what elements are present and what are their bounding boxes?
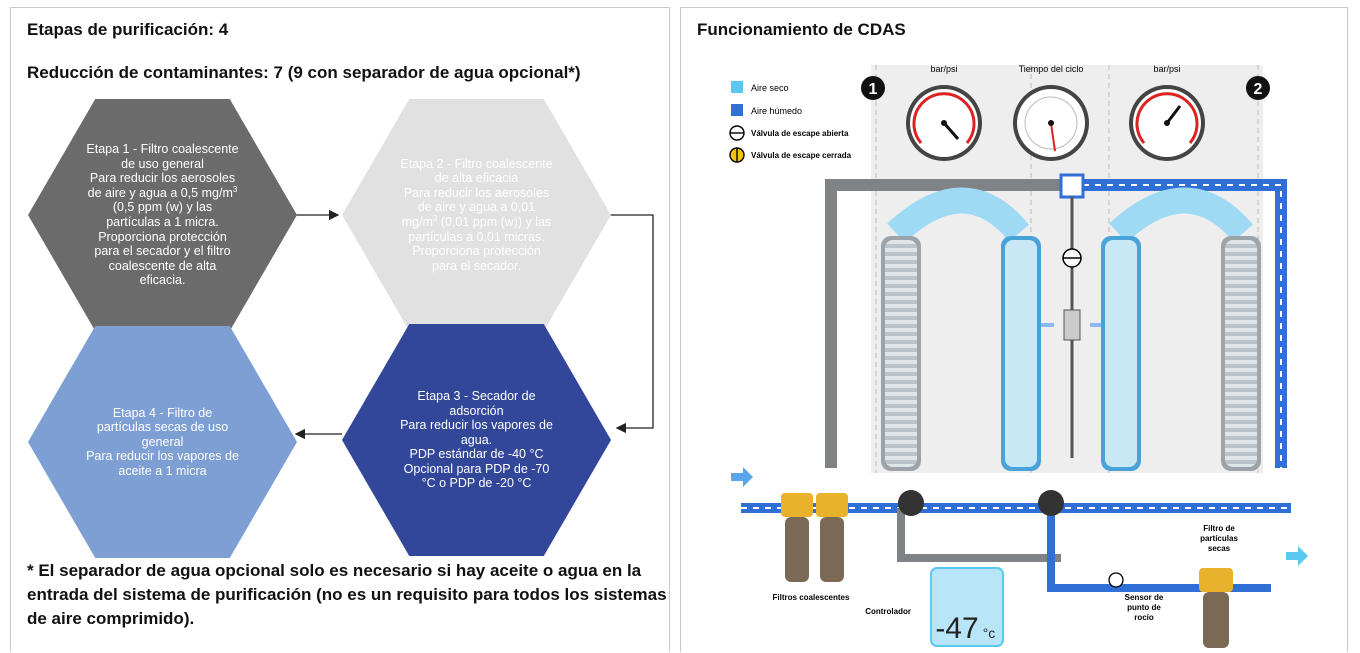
controller-label: Controlador	[865, 607, 911, 616]
legend-wet-air: Aire húmedo	[751, 106, 802, 116]
stage-flow-arrows	[294, 209, 654, 440]
stage-2-hexagon: Etapa 2 - Filtro coalescente de alta efi…	[342, 99, 611, 331]
controller-screen	[930, 567, 1004, 647]
pressure-gauge-left-icon	[906, 85, 982, 161]
stage-4-text: Etapa 4 - Filtro de partículas secas de …	[86, 405, 239, 478]
dry-particle-filter-icon	[1199, 568, 1233, 648]
stage-3-text: Etapa 3 - Secador de adsorción Para redu…	[400, 388, 553, 491]
legend-valve-closed: Válvula de escape cerrada	[751, 151, 852, 160]
controller-unit: °c	[983, 625, 996, 641]
svg-text:1: 1	[869, 81, 878, 98]
tower-1-right-vessel	[1001, 236, 1041, 471]
dewpoint-sensor-icon	[1108, 572, 1124, 588]
tower-2-left-vessel	[1101, 236, 1141, 471]
gauge-right-label: bar/psi	[1153, 64, 1180, 74]
tower-1-left-vessel	[881, 236, 921, 471]
inlet-arrow-icon	[731, 467, 753, 487]
pipe-left-top	[825, 179, 1061, 468]
cdas-operation-panel: Funcionamiento de CDAS Aire seco Aire hú…	[680, 7, 1348, 652]
svg-text:2: 2	[1254, 81, 1263, 98]
wet-air-swatch	[731, 104, 743, 116]
cdas-diagram: Aire seco Aire húmedo Válvula de escape …	[729, 64, 1308, 648]
outlet-arrow-icon	[1286, 546, 1308, 566]
tower-2-badge	[1246, 76, 1270, 100]
purification-stages-panel: Etapas de purificación: 4 Reducción de c…	[10, 7, 670, 652]
water-separator-footnote: * El separador de agua opcional solo es …	[27, 561, 667, 628]
diagram-legend: Aire seco Aire húmedo Válvula de escape …	[729, 81, 852, 163]
cycle-timer-gauge-icon	[1013, 85, 1089, 161]
inlet-valve-left-icon	[898, 490, 924, 516]
controller-reading: -47	[935, 612, 978, 645]
top-valve-block	[1059, 173, 1085, 199]
silencer-icon	[1063, 309, 1081, 341]
arch-left	[887, 187, 1030, 243]
stage-1-text: Etapa 1 - Filtro coalescente de uso gene…	[86, 142, 239, 288]
stage-4-hexagon: Etapa 4 - Filtro de partículas secas de …	[28, 326, 297, 558]
legend-dry-air: Aire seco	[751, 83, 789, 93]
cycle-time-label: Tiempo del ciclo	[1019, 64, 1084, 74]
pressure-gauge-right-icon	[1129, 85, 1205, 161]
tower-2-right-vessel	[1221, 236, 1261, 471]
gauge-left-label: bar/psi	[930, 64, 957, 74]
dry-air-swatch	[731, 81, 743, 93]
panel-title: Etapas de purificación: 4	[27, 20, 229, 39]
outlet-pipe	[1047, 496, 1271, 592]
stage-1-hexagon: Etapa 1 - Filtro coalescente de uso gene…	[28, 99, 297, 331]
coalescing-filters-icon	[781, 493, 848, 582]
contaminant-reduction-subtitle: Reducción de contaminantes: 7 (9 con sep…	[27, 63, 581, 82]
panel-title: Funcionamiento de CDAS	[697, 20, 906, 39]
coalescing-filters-label: Filtros coalescentes	[773, 593, 850, 602]
tower-1-badge	[861, 76, 885, 100]
stage-2-text: Etapa 2 - Filtro coalescente de alta efi…	[400, 156, 553, 273]
outlet-valve-icon	[1038, 490, 1064, 516]
stage-3-hexagon: Etapa 3 - Secador de adsorción Para redu…	[342, 324, 611, 556]
arch-right	[1109, 187, 1253, 243]
legend-valve-open: Válvula de escape abierta	[751, 129, 849, 138]
arrow-stage2-to-stage3	[608, 214, 654, 434]
